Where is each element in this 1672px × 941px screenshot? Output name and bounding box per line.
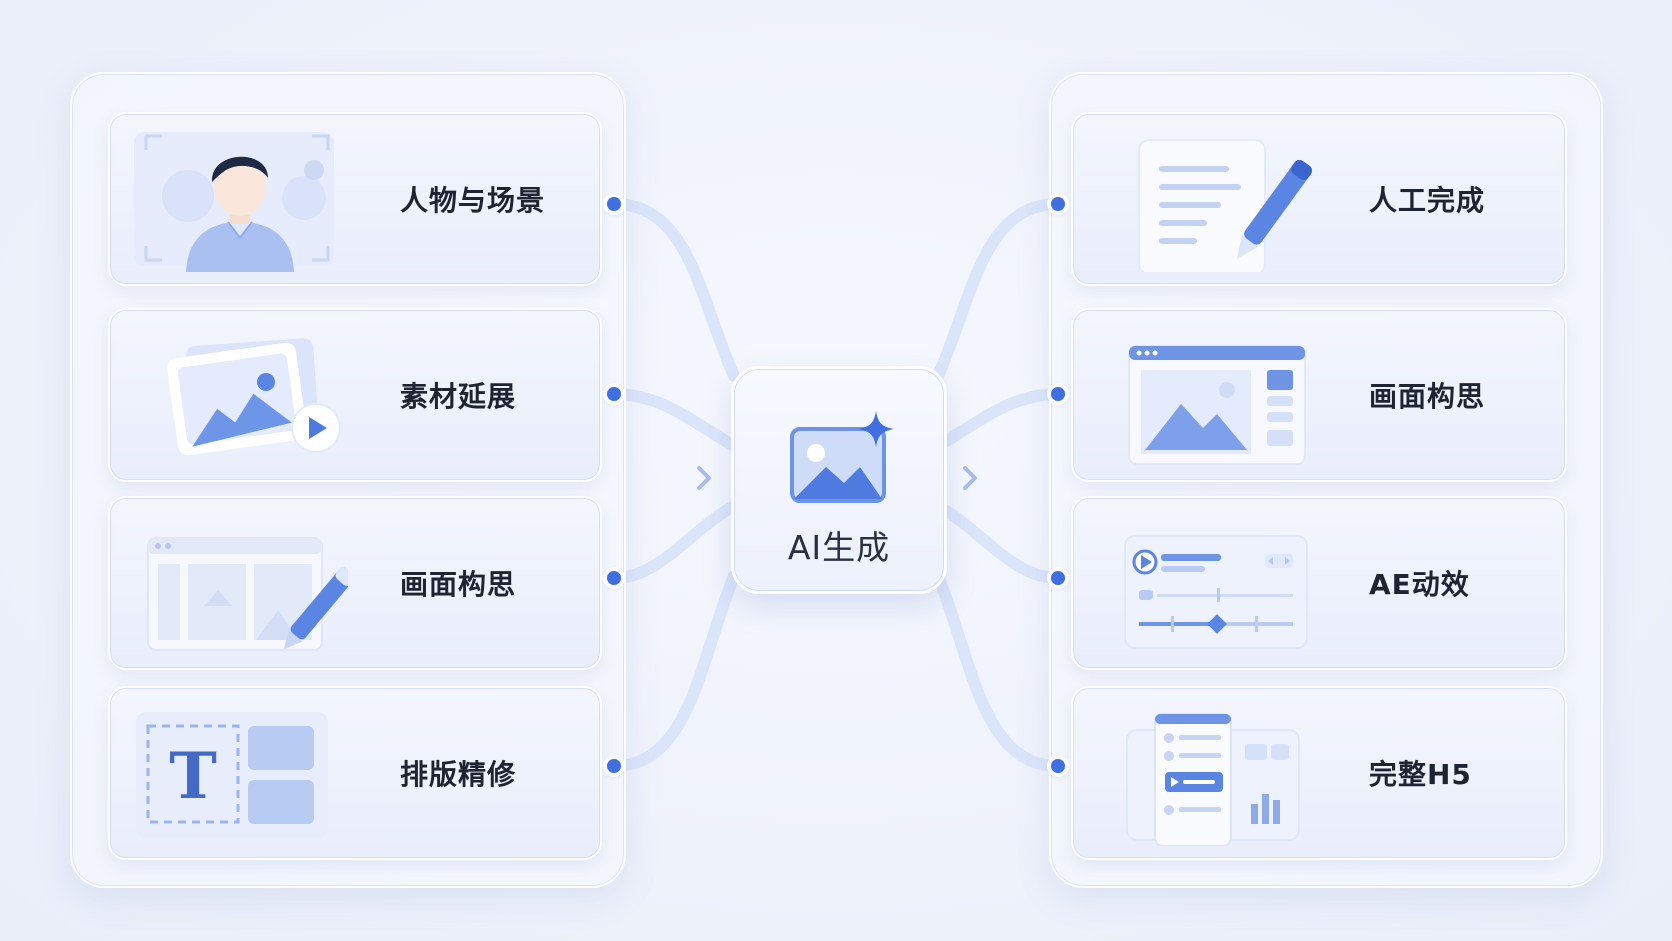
left-card-4-label: 排版精修 bbox=[400, 758, 517, 791]
right-card-2[interactable]: 画面构思 bbox=[1071, 308, 1567, 482]
browser-layout-icon bbox=[1128, 345, 1306, 465]
right-connector-dot-3 bbox=[1051, 571, 1065, 585]
left-card-2[interactable]: 素材延展 bbox=[108, 308, 602, 482]
left-connector-dot-3 bbox=[607, 571, 621, 585]
left-card-1[interactable]: 人物与场景 bbox=[108, 112, 602, 286]
layout-sketch-icon bbox=[147, 537, 348, 651]
image-sparkle-icon bbox=[790, 411, 894, 503]
right-connector-dot-1 bbox=[1051, 197, 1065, 211]
left-connector-dot-1 bbox=[607, 197, 621, 211]
typography-layout-icon: T bbox=[136, 712, 328, 838]
right-connector-dot-2 bbox=[1051, 387, 1065, 401]
image-play-icon bbox=[167, 338, 341, 456]
right-card-2-label: 画面构思 bbox=[1369, 380, 1486, 413]
left-card-3-label: 画面构思 bbox=[400, 568, 517, 601]
connector-right-4 bbox=[932, 570, 1064, 772]
right-card-3-label: AE动效 bbox=[1369, 568, 1470, 601]
connector-left-4 bbox=[608, 570, 740, 772]
left-card-2-label: 素材延展 bbox=[400, 380, 517, 413]
right-card-1-label: 人工完成 bbox=[1369, 184, 1486, 217]
person-scene-icon bbox=[134, 132, 334, 272]
left-card-4[interactable]: T 排版精修 bbox=[108, 686, 602, 860]
chevron-right-icon bbox=[963, 466, 977, 490]
right-card-1[interactable]: 人工完成 bbox=[1071, 112, 1567, 286]
right-card-4-label: 完整H5 bbox=[1369, 758, 1472, 791]
right-connector-dot-4 bbox=[1051, 759, 1065, 773]
left-connector-dot-2 bbox=[607, 387, 621, 401]
connector-right-1 bbox=[932, 198, 1064, 382]
ai-generate-label: AI生成 bbox=[787, 528, 891, 567]
connector-left-2 bbox=[608, 388, 740, 452]
left-connector-dot-4 bbox=[607, 759, 621, 773]
left-card-3[interactable]: 画面构思 bbox=[108, 496, 602, 670]
document-pen-icon bbox=[1138, 139, 1312, 272]
mobile-page-icon bbox=[1126, 713, 1300, 846]
connector-left-1 bbox=[608, 198, 740, 382]
ai-generate-node[interactable]: AI生成 bbox=[731, 366, 947, 594]
right-card-4[interactable]: 完整H5 bbox=[1071, 686, 1567, 860]
connector-right-2 bbox=[932, 388, 1064, 452]
timeline-animation-icon bbox=[1124, 535, 1308, 649]
connector-left-3 bbox=[608, 500, 740, 584]
right-card-3[interactable]: AE动效 bbox=[1071, 496, 1567, 670]
left-card-1-label: 人物与场景 bbox=[400, 184, 546, 217]
connector-right-3 bbox=[932, 500, 1064, 584]
chevron-right-icon bbox=[697, 466, 711, 490]
svg-text:T: T bbox=[169, 739, 217, 814]
